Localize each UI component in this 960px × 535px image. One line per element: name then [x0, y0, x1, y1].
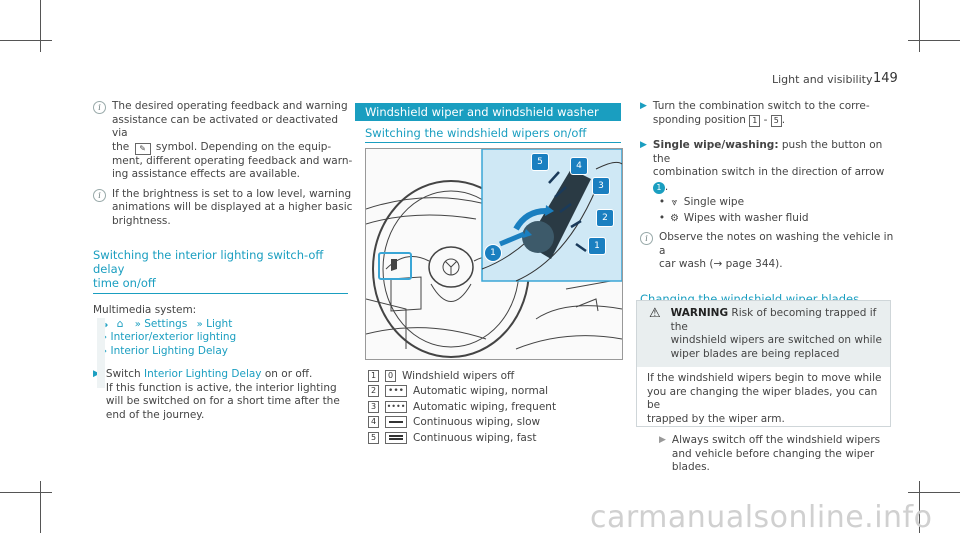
continuous-slow-symbol	[385, 416, 407, 429]
auto-normal-symbol: •••	[385, 385, 407, 398]
crop-mark	[0, 492, 52, 493]
crop-mark	[40, 481, 41, 533]
home-icon: ⌂	[116, 317, 124, 330]
crop-mark	[919, 481, 920, 533]
single-wipe-icon: ⩔	[671, 197, 678, 208]
callout-1-primary: 1	[484, 244, 502, 262]
chevron-right-icon: »	[134, 318, 141, 330]
step-triangle-icon: ▶	[659, 435, 666, 445]
nav-interior-exterior: Interior/exterior lighting	[110, 331, 237, 343]
running-header: Light and visibility	[772, 73, 873, 86]
info-note: i Observe the notes on washing the vehic…	[640, 231, 900, 272]
right-column: ▶ Turn the combination switch to the cor…	[640, 100, 900, 310]
legend-row: 1 0 Windshield wipers off	[368, 368, 556, 384]
nav-light: Light	[206, 317, 233, 330]
chevron-right-icon: »	[196, 318, 203, 330]
legend-row: 2 ••• Automatic wiping, normal	[368, 384, 556, 400]
info-icon: i	[93, 188, 106, 202]
callout-badge: 1	[652, 181, 665, 194]
callout-4: 4	[570, 157, 588, 175]
warning-body: If the windshield wipers begin to move w…	[647, 372, 882, 473]
step-triangle-icon: ▶	[640, 101, 647, 111]
nav-settings: Settings	[144, 317, 188, 330]
step-triangle-icon: ▶	[93, 368, 100, 422]
wiper-figure: 1 1 2 3 4 5	[365, 148, 623, 360]
step-triangle-icon: ▶	[640, 140, 647, 150]
continuous-fast-symbol	[385, 431, 407, 444]
section-banner: Windshield wiper and windshield washer s…	[355, 103, 621, 137]
callout-1: 1	[588, 237, 606, 255]
wiper-off-symbol: 0	[385, 369, 396, 382]
washer-fluid-icon: ⚙	[669, 212, 679, 224]
return-arrow-icon: ↳	[101, 318, 110, 330]
warning-triangle-icon: ⚠	[649, 306, 661, 321]
warning-box: ⚠ WARNING Risk of becoming trapped if th…	[636, 300, 891, 473]
crop-mark	[40, 0, 41, 52]
crop-mark	[0, 40, 52, 41]
info-note: i If the brightness is set to a low leve…	[93, 188, 353, 229]
legend-row: 3 •••• Automatic wiping, frequent	[368, 399, 556, 415]
callout-5: 5	[531, 153, 549, 171]
info-icon: i	[640, 232, 653, 245]
pencil-icon: ✎	[134, 142, 151, 155]
crop-mark	[908, 492, 960, 493]
crop-mark	[908, 40, 960, 41]
warning-header: ⚠ WARNING Risk of becoming trapped if th…	[637, 301, 890, 367]
menu-path: Multimedia system: ↳ ⌂ » Settings » Ligh…	[93, 304, 237, 357]
info-icon: i	[93, 101, 106, 114]
instruction-step: ▶ Turn the combination switch to the cor…	[640, 100, 870, 127]
callout-3: 3	[592, 177, 610, 195]
section-heading: Switching the interior lighting switch-o…	[93, 248, 353, 294]
auto-frequent-symbol: ••••	[385, 400, 407, 413]
info-note: i The desired operating feedback and war…	[93, 100, 353, 182]
watermark: carmanualsonline.info	[590, 500, 933, 535]
instruction-step: ▶ Switch Interior Lighting Delay on or o…	[93, 368, 353, 422]
step-bar	[97, 318, 105, 388]
callout-2: 2	[596, 209, 614, 227]
subsection-title: Switching the windshield wipers on/off	[365, 126, 587, 140]
figure-legend: 1 0 Windshield wipers off 2 ••• Automati…	[368, 368, 556, 446]
instruction-step: ▶ Single wipe/washing: push the button o…	[640, 139, 885, 224]
legend-row: 4 Continuous wiping, slow	[368, 415, 556, 431]
nav-interior-delay: Interior Lighting Delay	[110, 344, 228, 357]
legend-row: 5 Continuous wiping, fast	[368, 430, 556, 446]
left-column: i The desired operating feedback and war…	[93, 100, 353, 422]
page-number: 149	[873, 71, 898, 86]
crop-mark	[919, 0, 920, 52]
